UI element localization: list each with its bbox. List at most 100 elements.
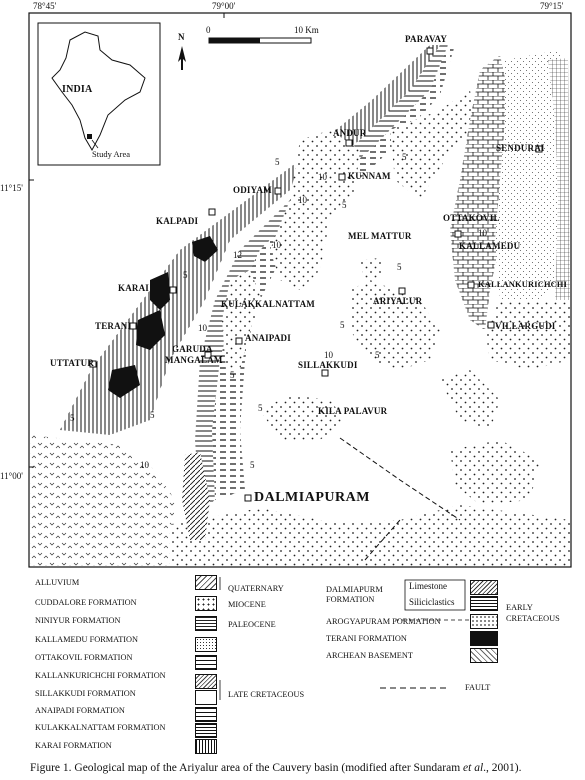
- swatch-anaipadi: [195, 707, 217, 722]
- place-kunnam: KUNNAM: [348, 171, 391, 181]
- coord-top-left: 78°45': [33, 1, 57, 11]
- terani-lens-2: [150, 272, 170, 310]
- cuddalore-east: [485, 300, 570, 370]
- fault-line-1: [339, 437, 461, 521]
- terani-lens-4: [108, 365, 140, 398]
- figure-caption: Figure 1. Geological map of the Ariyalur…: [30, 762, 522, 774]
- place-mangalam: MANGALAM: [165, 355, 223, 365]
- dip-label: 5: [275, 157, 280, 167]
- place-sillakkudi: SILLAKKUDI: [298, 360, 358, 370]
- swatch-kulakkalnattam: [195, 723, 217, 738]
- alluvium-band: [170, 505, 570, 566]
- place-dalmiapuram: DALMIAPURAM: [254, 490, 370, 505]
- dip-label: 5: [250, 460, 255, 470]
- study-area-marker: [87, 134, 92, 139]
- place-mel-mattur: MEL MATTUR: [348, 231, 412, 241]
- legend-archean: ARCHEAN BASEMENT: [326, 651, 413, 660]
- swatch-kallankurichchi: [195, 674, 217, 689]
- india-outline: [51, 31, 146, 152]
- ottakovil-formation: [450, 55, 510, 330]
- caption-main: Figure 1. Geological map of the Ariyalur…: [30, 762, 464, 774]
- swatch-kallamedu: [195, 637, 217, 652]
- dalmiapuram-limestone: [182, 452, 210, 540]
- dip-label: 5: [402, 152, 407, 162]
- place-kallamedu: KALLAMEDU: [459, 241, 521, 251]
- legend-arogyapuram: AROGYAPURAM FORMATION: [326, 617, 441, 626]
- caption-etal: et al: [463, 762, 484, 774]
- place-uttatur: UTTATUR: [50, 358, 95, 368]
- legend-age-quaternary: QUATERNARY: [228, 584, 284, 593]
- place-sendurai: SENDURAI: [496, 143, 545, 153]
- dip-label: 12: [233, 250, 242, 260]
- legend-limestone: Limestone: [409, 581, 447, 591]
- swatch-paleocene: [195, 616, 217, 631]
- legend-item: KALLAMEDU FORMATION: [35, 635, 139, 644]
- cuddalore-patch-2: [222, 270, 262, 370]
- dip-label: 10: [324, 350, 333, 360]
- cuddalore-patch-7: [390, 90, 475, 200]
- coord-top-right: 79°15': [540, 1, 564, 11]
- dip-label: 5: [340, 320, 345, 330]
- legend-terani: TERANI FORMATION: [326, 634, 407, 643]
- niniyur-formation: [548, 58, 570, 300]
- legend-item: ANAIPADI FORMATION: [35, 706, 125, 715]
- fault-line-2: [364, 519, 401, 561]
- place-anaipadi: ANAIPADI: [245, 333, 291, 343]
- place-ariyalur: ARIYALUR: [373, 296, 423, 306]
- dip-label: 10: [318, 172, 327, 182]
- place-terani: TERANI: [95, 321, 132, 331]
- swatch-limestone: [470, 580, 498, 595]
- legend-item: OTTAKOVIL FORMATION: [35, 653, 133, 662]
- dip-label: 5: [70, 413, 75, 423]
- legend-item: KULAKKALNATTAM FORMATION: [35, 723, 166, 732]
- place-garuda: GARUDA: [172, 344, 213, 354]
- legend-item: CUDDALORE FORMATION: [35, 598, 137, 607]
- legend-item: KARAI FORMATION: [35, 741, 112, 750]
- swatch-terani: [470, 631, 498, 646]
- swatch-siliciclastics: [470, 596, 498, 611]
- place-kallankurichchi: KALLANKURICHCHI: [478, 280, 568, 289]
- dip-label: 5: [183, 270, 188, 280]
- swatch-miocene: [195, 596, 217, 611]
- place-andur: ANDUR: [333, 128, 367, 138]
- legend-item: ALLUVIUM: [35, 578, 80, 587]
- legend-age-paleocene: PALEOCENE: [228, 620, 276, 629]
- place-kulakkalnattam: KULAKKALNATTAM: [221, 299, 315, 309]
- place-ottakovil: OTTAKOVIL: [443, 213, 500, 223]
- dip-label: 10: [198, 323, 207, 333]
- legend-fault: FAULT: [465, 683, 491, 692]
- dip-label: 5: [342, 200, 347, 210]
- caption-tail: ., 2001).: [483, 762, 522, 774]
- inset-india: INDIA: [62, 84, 93, 95]
- swatch-quaternary: [195, 575, 217, 590]
- legend-item: KALLANKURICHCHI FORMATION: [35, 671, 166, 680]
- swatch-ottakovil: [195, 655, 217, 670]
- legend-dalmiapurm-1: DALMIAPURM: [326, 585, 383, 594]
- swatch-archean: [470, 648, 498, 663]
- town-markers: [89, 47, 543, 502]
- terani-lens-1: [192, 236, 218, 262]
- coord-lat-1100: 11°00': [0, 471, 23, 481]
- legend-item: NINIYUR FORMATION: [35, 616, 121, 625]
- place-villargudi: VILLARGUDI: [495, 321, 556, 331]
- place-karai: KARAI: [118, 283, 150, 293]
- legend-item: SILLAKKUDI FORMATION: [35, 689, 136, 698]
- north-label: N: [178, 32, 185, 42]
- swatch-sillakkudi: [195, 690, 217, 705]
- coord-lat-1115: 11°15': [0, 183, 23, 193]
- legend-age-miocene: MIOCENE: [228, 600, 266, 609]
- cuddalore-patch-5: [440, 370, 500, 430]
- scale-start: 0: [206, 25, 211, 35]
- place-kila-palavur: KILA PALAVUR: [318, 406, 388, 416]
- archean-basement: [30, 435, 175, 566]
- legend-age-cretaceous: CRETACEOUS: [506, 614, 560, 623]
- swatch-arogyapuram: [470, 614, 498, 629]
- dip-label: 5: [375, 350, 380, 360]
- cuddalore-patch-1: [270, 130, 360, 290]
- legend-siliciclastics: Siliciclastics: [409, 597, 455, 607]
- legend-dalmiapurm-2: FORMATION: [326, 595, 375, 604]
- scale-end: 10 Km: [294, 25, 319, 35]
- cuddalore-patch-4: [360, 258, 385, 282]
- dip-label: 10: [140, 460, 149, 470]
